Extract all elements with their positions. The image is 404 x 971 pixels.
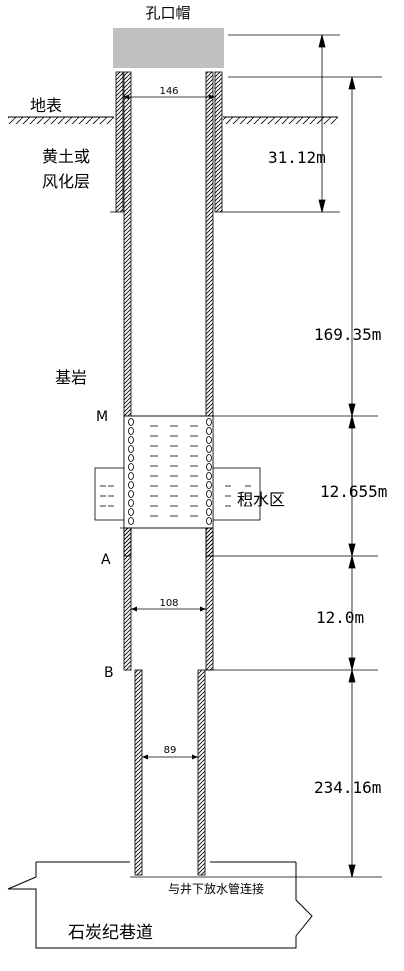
diameter-108-label: 108 bbox=[159, 598, 178, 609]
perforation-hole bbox=[206, 454, 212, 462]
perforation-hole bbox=[128, 445, 134, 453]
depth-dimensions bbox=[318, 34, 356, 878]
perforation-holes bbox=[128, 418, 212, 525]
water-zone-label: 积水区 bbox=[237, 490, 285, 509]
perforation-hole bbox=[206, 463, 212, 471]
ground-surface bbox=[8, 116, 338, 124]
diameter-89-dimension bbox=[142, 754, 198, 760]
perforation-hole bbox=[206, 481, 212, 489]
point-b-label: B bbox=[104, 665, 114, 681]
perforation-hole bbox=[206, 490, 212, 498]
ground-label: 地表 bbox=[30, 96, 62, 115]
bottom-pipe bbox=[134, 669, 206, 876]
water-dashes bbox=[100, 425, 251, 517]
bedrock-label: 基岩 bbox=[55, 368, 87, 387]
perforation-hole bbox=[206, 508, 212, 516]
depth-label-12: 12.0m bbox=[316, 608, 364, 627]
depth-label-169: 169.35m bbox=[314, 325, 381, 344]
tunnel bbox=[7, 861, 313, 949]
tunnel-label: 石炭纪巷道 bbox=[68, 923, 153, 943]
diameter-146-dimension bbox=[123, 94, 215, 100]
middle-pipe bbox=[123, 527, 214, 671]
perforation-hole bbox=[206, 499, 212, 507]
reference-lines bbox=[110, 34, 382, 878]
diameter-89-label: 89 bbox=[164, 745, 177, 756]
perforation-hole bbox=[128, 454, 134, 462]
perforation-hole bbox=[128, 418, 134, 426]
borehole-cap bbox=[113, 28, 224, 68]
perforation-hole bbox=[128, 490, 134, 498]
perforation-hole bbox=[128, 436, 134, 444]
perforation-hole bbox=[128, 508, 134, 516]
perforation-hole bbox=[128, 472, 134, 480]
depth-label-12-655: 12.655m bbox=[320, 482, 387, 501]
cap-label: 孔口帽 bbox=[145, 4, 190, 22]
point-a-label: A bbox=[101, 552, 111, 568]
depth-label-234: 234.16m bbox=[314, 778, 381, 797]
diameter-146-label: 146 bbox=[159, 86, 178, 97]
water-zone bbox=[94, 415, 378, 529]
depth-label-31: 31.12m bbox=[268, 148, 326, 167]
perforation-hole bbox=[206, 418, 212, 426]
perforation-hole bbox=[128, 481, 134, 489]
perforation-hole bbox=[206, 517, 212, 525]
perforation-hole bbox=[206, 445, 212, 453]
perforation-hole bbox=[206, 472, 212, 480]
outer-casing bbox=[115, 71, 223, 213]
perforation-hole bbox=[128, 517, 134, 525]
perforation-hole bbox=[206, 436, 212, 444]
pipe-connection-note: 与井下放水管连接 bbox=[168, 881, 264, 896]
perforation-hole bbox=[128, 427, 134, 435]
loess-label-line2: 风化层 bbox=[42, 172, 90, 191]
perforation-hole bbox=[206, 427, 212, 435]
perforation-hole bbox=[128, 499, 134, 507]
loess-label-line1: 黄土或 bbox=[42, 147, 90, 166]
perforation-hole bbox=[128, 463, 134, 471]
point-m-label: M bbox=[96, 409, 108, 425]
diameter-108-dimension bbox=[131, 606, 206, 612]
